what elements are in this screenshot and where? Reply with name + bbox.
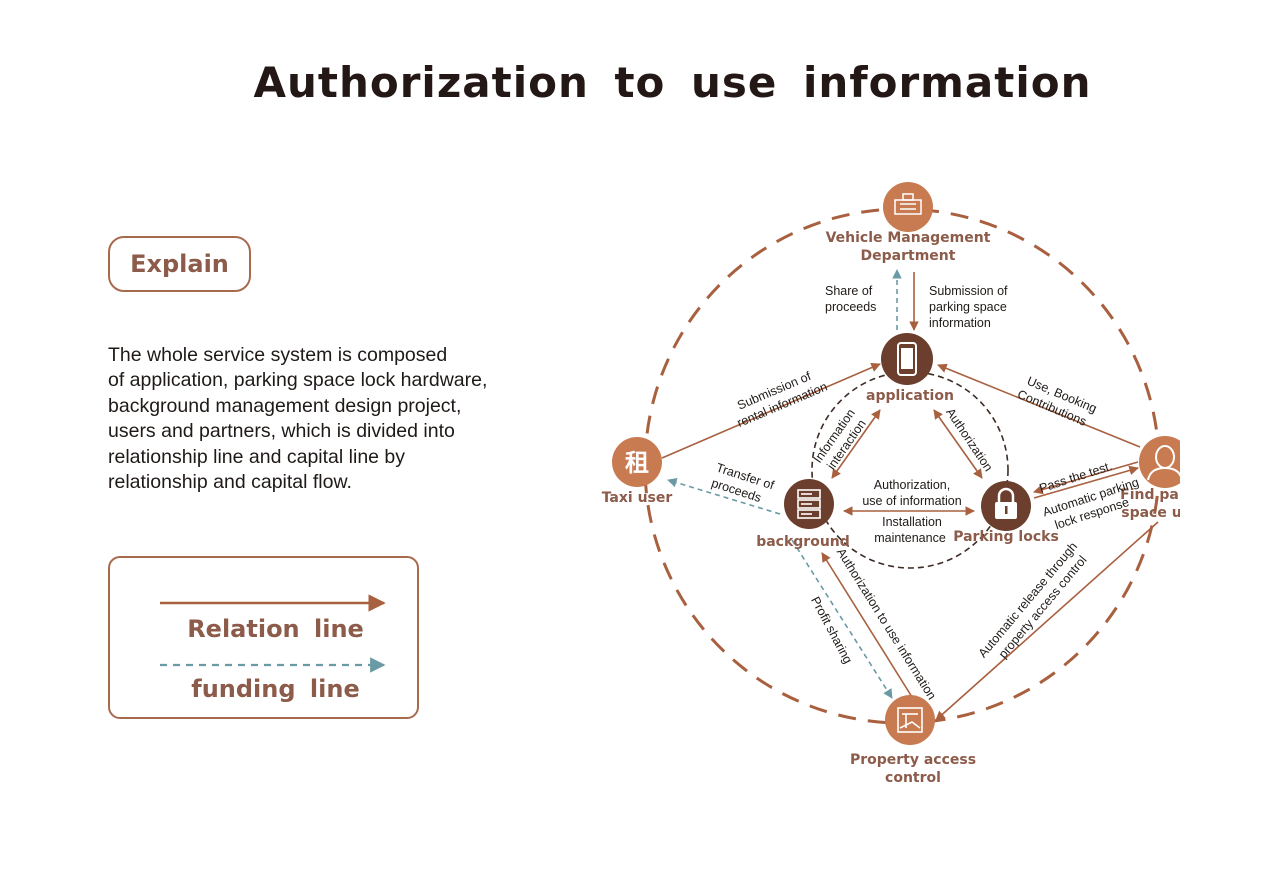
legend-lines <box>160 594 386 673</box>
description-line: of application, parking space lock hardw… <box>108 369 488 392</box>
phone-icon <box>897 342 917 376</box>
submit-rental-label-group: Submission of rental information <box>735 369 829 430</box>
auto-release-label-1: Automatic release through <box>976 539 1081 660</box>
system-diagram: Vehicle Management Department applicatio… <box>602 182 1180 786</box>
edge-taxi-to-app <box>661 363 881 459</box>
application-label: application <box>866 388 954 404</box>
find-parking-users-label-1: Find parking <box>1120 487 1180 503</box>
background-label: background <box>756 534 850 550</box>
auth-use-info-label-2: use of information <box>862 494 961 508</box>
edge-app-background <box>831 409 881 479</box>
find-parking-users-label-2: space users <box>1121 505 1180 521</box>
user-icon <box>1147 445 1180 481</box>
rent-character-icon: 租 <box>625 449 649 477</box>
taxi-user-label: Taxi user <box>602 490 673 506</box>
description-line: background management design project, <box>108 394 462 417</box>
submit-space-label-2: parking space <box>929 300 1007 314</box>
install-label-1: Installation <box>882 515 942 529</box>
submit-space-label-1: Submission of <box>929 284 1008 298</box>
barrier-gate-icon <box>897 707 923 733</box>
parking-locks-label: Parking locks <box>953 529 1059 545</box>
description-line: users and partners, which is divided int… <box>108 420 455 443</box>
info-interaction-label-group: Information interaction <box>811 406 869 472</box>
edge-locks-to-finder <box>1033 465 1139 499</box>
auto-release-label-group: Automatic release through property acces… <box>976 539 1090 661</box>
share-proceeds-label-1: Share of <box>825 284 873 298</box>
description-line: relationship line and capital line by <box>108 445 406 468</box>
edge-finder-to-app <box>937 363 1141 448</box>
auth-to-use-label: Authorization to use information <box>834 546 939 703</box>
property-access-label-2: control <box>885 770 941 786</box>
vehicle-department-label-1: Vehicle Management <box>826 230 991 246</box>
taxi-user-node <box>612 437 662 487</box>
auto-release-label-2: property access control <box>996 553 1090 661</box>
submit-space-label-3: information <box>929 316 991 330</box>
use-booking-label-group: Use, Booking Contributions <box>1015 374 1099 429</box>
explain-badge: Explain <box>108 236 251 292</box>
edge-app-locks <box>933 409 983 479</box>
vehicle-department-label-2: Department <box>861 248 956 264</box>
auth-to-use-label-group: Authorization to use information <box>834 546 939 703</box>
auth-use-info-label-1: Authorization, <box>874 478 950 492</box>
legend-box: Relation line funding line <box>108 556 419 719</box>
authorization-label-group: Authorization <box>943 406 995 474</box>
explain-heading: Explain <box>130 250 229 278</box>
description-line: The whole service system is composed <box>108 344 448 366</box>
transfer-label-group: Transfer of proceeds <box>710 461 777 506</box>
share-proceeds-label-2: proceeds <box>825 300 876 314</box>
property-access-node <box>885 695 935 745</box>
relation-line-label: Relation line <box>187 615 364 643</box>
edge-property-background <box>821 552 918 706</box>
install-label-2: maintenance <box>874 531 946 545</box>
authorization-label: Authorization <box>943 406 995 474</box>
description-line: relationship and capital flow. <box>108 471 352 494</box>
description-text: The whole service system is composed of … <box>108 343 528 495</box>
page-title: Authorization to use information <box>253 58 1092 107</box>
edge-background-to-taxi <box>667 477 781 515</box>
edge-finder-to-property <box>935 521 1159 721</box>
funding-line-label: funding line <box>191 675 360 703</box>
property-access-label-1: Property access <box>850 752 976 768</box>
server-icon <box>797 489 821 519</box>
edge-finder-to-locks <box>1033 461 1139 495</box>
profit-sharing-label-group: Profit sharing <box>808 594 855 666</box>
building-icon <box>894 193 922 215</box>
lock-icon <box>995 487 1017 519</box>
profit-sharing-label: Profit sharing <box>808 594 855 666</box>
vehicle-department-node <box>883 182 933 232</box>
